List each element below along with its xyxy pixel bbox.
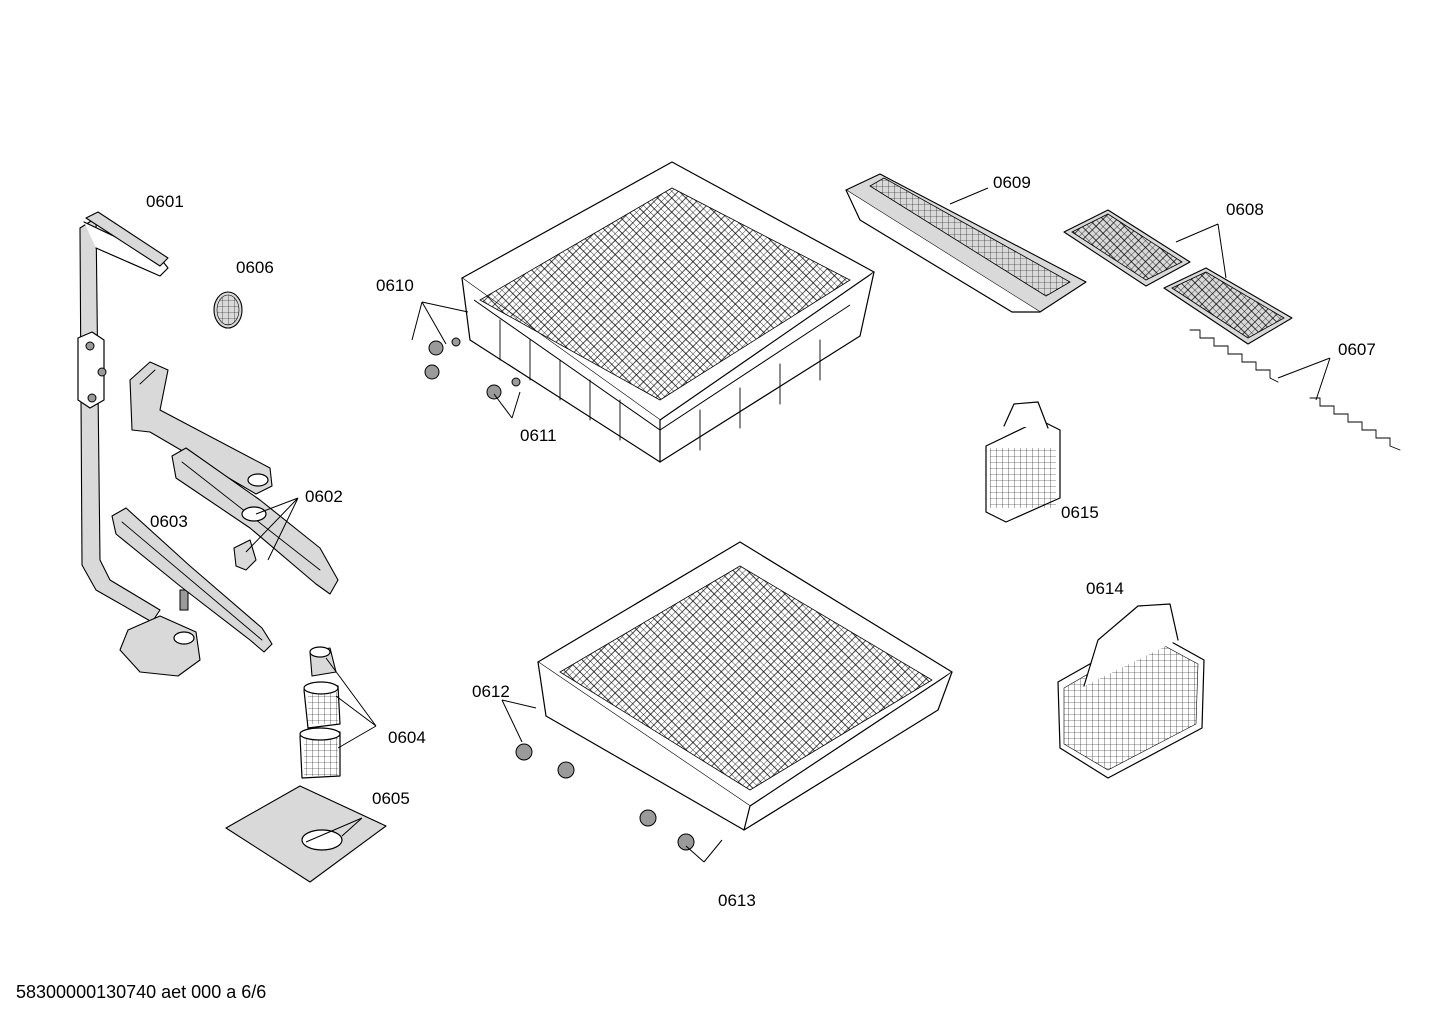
- callout-0601: 0601: [146, 192, 184, 211]
- part-0605-sump-plate: [225, 785, 387, 883]
- callout-0614: 0614: [1086, 579, 1124, 598]
- callout-leaders: [245, 187, 1331, 863]
- callout-0615: 0615: [1061, 503, 1099, 522]
- part-0608-racks: [1063, 209, 1293, 345]
- part-0604-filters: [299, 646, 341, 779]
- callout-0608: 0608: [1226, 200, 1264, 219]
- callout-0604: 0604: [388, 728, 426, 747]
- part-upper-arm-holder: [129, 361, 273, 495]
- callout-0607: 0607: [1338, 340, 1376, 359]
- callout-0609: 0609: [993, 173, 1031, 192]
- part-0609-rack-tray: [845, 173, 1087, 313]
- part-0603-lower-spray-arm: [111, 507, 273, 653]
- part-upper-basket: [424, 161, 875, 463]
- callout-0605: 0605: [372, 789, 410, 808]
- part-lower-basket: [515, 541, 953, 851]
- callout-0603: 0603: [150, 512, 188, 531]
- callout-0611: 0611: [520, 426, 557, 445]
- part-0602-spray-arm: [171, 447, 339, 595]
- callout-0610: 0610: [376, 276, 414, 295]
- drawing-reference-footer: 58300000130740 aet 000 a 6/6: [16, 982, 266, 1002]
- callout-0606: 0606: [236, 258, 274, 277]
- callout-0613: 0613: [718, 891, 756, 910]
- callout-labels: 0601 0602 0603 0604 0605 0606 0607 0608 …: [146, 173, 1376, 910]
- part-0606-cap: [213, 291, 243, 329]
- part-0607-clips: [1189, 329, 1401, 451]
- callout-0612: 0612: [472, 682, 510, 701]
- part-0615-small-basket: [985, 401, 1061, 523]
- part-0601-supply-pipe: [77, 211, 201, 677]
- part-0614-cutlery-basket: [1057, 603, 1205, 779]
- callout-0602: 0602: [305, 487, 343, 506]
